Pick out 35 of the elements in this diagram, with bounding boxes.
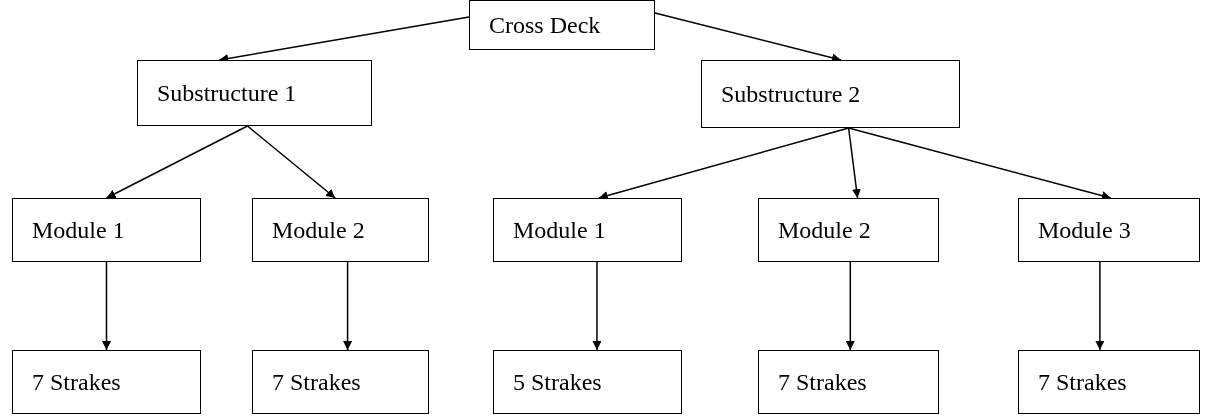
process-box (701, 60, 960, 128)
arrow (105, 125, 249, 199)
arrow (343, 261, 353, 351)
box-label: 7 Strakes (1038, 368, 1127, 396)
box-label: 7 Strakes (778, 368, 867, 396)
box-label: 7 Strakes (272, 368, 361, 396)
box-label: Cross Deck (489, 11, 601, 39)
box-label: Module 2 (272, 216, 365, 244)
process-box (493, 350, 682, 414)
process-box (758, 198, 939, 262)
box-label: Module 1 (513, 216, 606, 244)
box-label: 7 Strakes (32, 368, 121, 396)
box-label: Substructure 2 (721, 80, 861, 108)
process-box (1018, 350, 1200, 414)
process-box (137, 60, 372, 126)
process-box (252, 198, 429, 262)
arrow (246, 125, 336, 199)
process-box (1018, 198, 1200, 262)
arrow (592, 261, 602, 351)
box-label: Module 1 (32, 216, 125, 244)
process-box (758, 350, 939, 414)
box-label: Module 3 (1038, 216, 1131, 244)
process-box (252, 350, 429, 414)
arrow (847, 127, 861, 199)
process-box (12, 198, 201, 262)
arrow (598, 127, 850, 200)
process-box (469, 0, 655, 50)
arrow (1095, 261, 1105, 351)
process-box (12, 350, 201, 414)
box-label: Module 2 (778, 216, 871, 244)
box-label: 5 Strakes (513, 368, 602, 396)
box-label: Substructure 1 (157, 79, 297, 107)
arrow (845, 261, 855, 351)
arrow (102, 261, 111, 351)
process-box (493, 198, 682, 262)
